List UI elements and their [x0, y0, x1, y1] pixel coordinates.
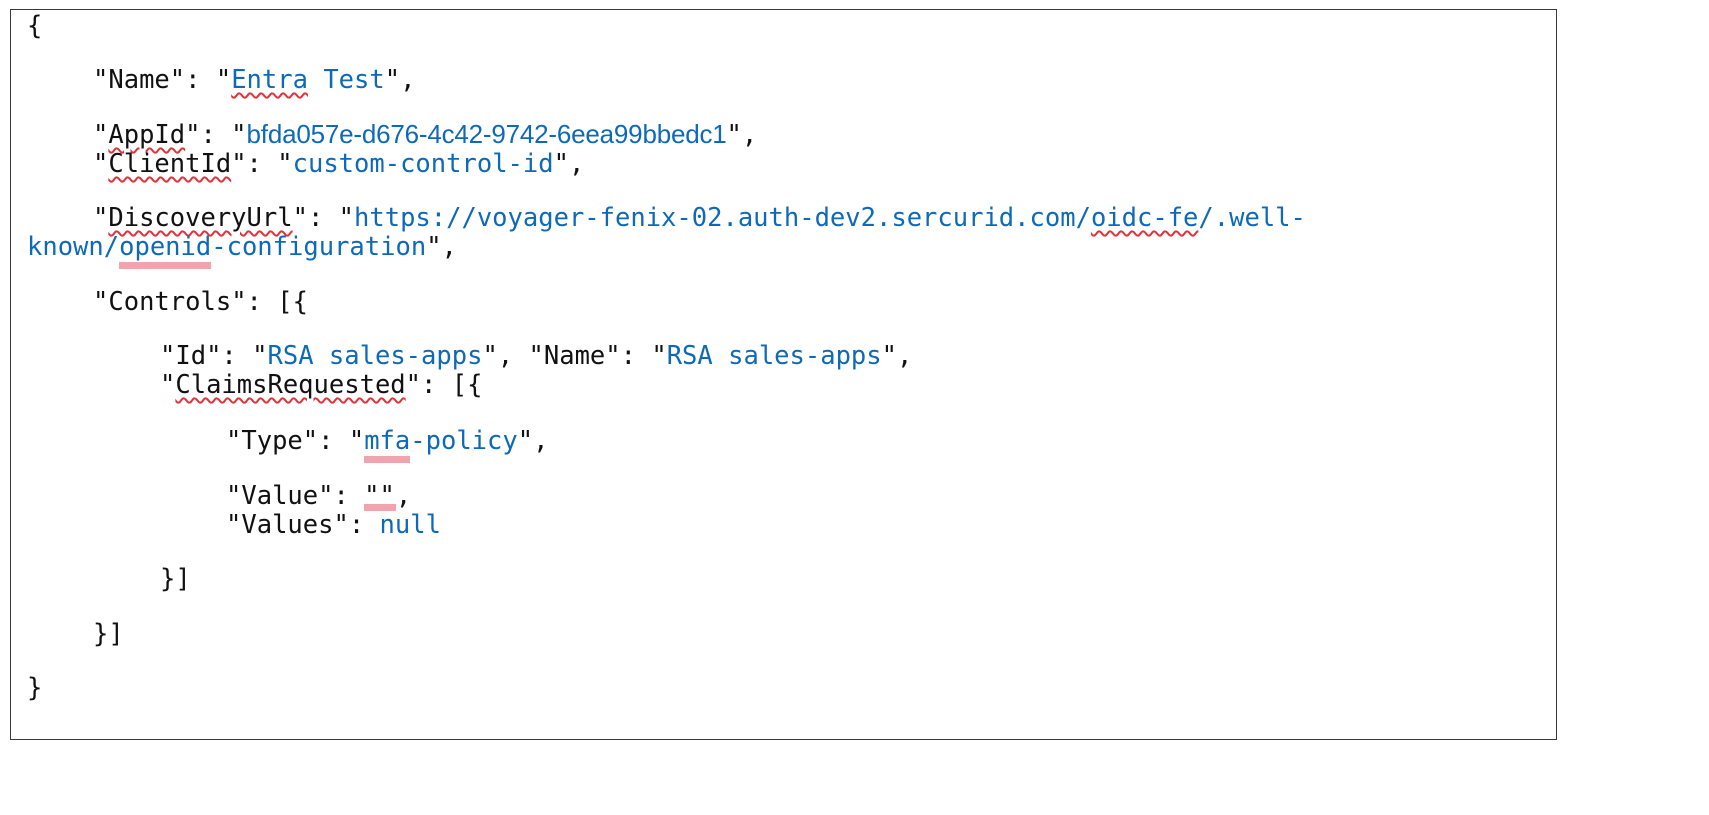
id-name-line: "Id": "RSA sales-apps", "Name": "RSA sal…: [160, 341, 913, 371]
claims-close-line: }]: [160, 564, 191, 594]
controls-close: }]: [93, 619, 124, 649]
close-brace-line: }: [27, 673, 42, 703]
claims-line: "ClaimsRequested": [{: [160, 370, 483, 400]
control-name-key: Name: [543, 341, 606, 371]
clientid-key: ClientId: [108, 149, 232, 179]
type-value-policy: -policy: [410, 426, 518, 456]
values-line: "Values": null: [226, 510, 441, 540]
discovery-url-part-a: https://voyager-fenix-02.auth-dev2.sercu…: [354, 203, 1091, 233]
discovery-url-part-d: known/: [27, 232, 120, 262]
type-line: "Type": "mfa-policy",: [226, 426, 548, 463]
name-line: "Name": "Entra Test",: [93, 65, 416, 95]
value-line: "Value": "",: [226, 481, 412, 511]
discovery-url-part-e: openid: [119, 232, 212, 269]
clientid-line: "ClientId": "custom-control-id",: [93, 149, 585, 179]
open-brace-line: {: [27, 11, 42, 41]
name-value-entra: Entra: [231, 65, 308, 95]
appid-value: bfda057e-d676-4c42-9742-6eea99bbedc1: [246, 119, 727, 149]
controls-close-line: }]: [93, 619, 124, 649]
id-key: Id: [175, 341, 207, 371]
name-value-test: Test: [307, 65, 385, 95]
discovery-key: DiscoveryUrl: [108, 203, 293, 233]
controls-key: Controls: [108, 287, 232, 317]
discovery-url-part-b: oidc-fe: [1090, 203, 1199, 233]
type-value-mfa: mfa: [364, 426, 411, 463]
id-value: RSA sales-apps: [267, 341, 483, 371]
claims-close: }]: [160, 564, 191, 594]
appid-line: "AppId": "bfda057e-d676-4c42-9742-6eea99…: [93, 119, 758, 150]
type-key: Type: [241, 426, 303, 456]
discovery-url-part-f: -configuration: [211, 232, 427, 262]
claims-key: ClaimsRequested: [175, 370, 406, 400]
close-brace: }: [27, 673, 43, 703]
values-key: Values: [241, 510, 334, 540]
code-document-frame: [10, 9, 1557, 740]
values-value: null: [379, 510, 441, 540]
discovery-line-1: "DiscoveryUrl": "https://voyager-fenix-0…: [93, 203, 1306, 233]
empty-value-highlight: [363, 503, 396, 511]
name-key: Name: [108, 65, 170, 95]
value-key: Value: [241, 481, 319, 511]
appid-key: AppId: [108, 120, 186, 150]
discovery-line-2: known/openid-configuration",: [27, 232, 457, 269]
control-name-value: RSA sales-apps: [666, 341, 882, 371]
discovery-url-part-c: /.well-: [1198, 203, 1306, 233]
open-brace: {: [27, 11, 43, 41]
clientid-value: custom-control-id: [292, 149, 554, 179]
controls-line: "Controls": [{: [93, 287, 308, 317]
